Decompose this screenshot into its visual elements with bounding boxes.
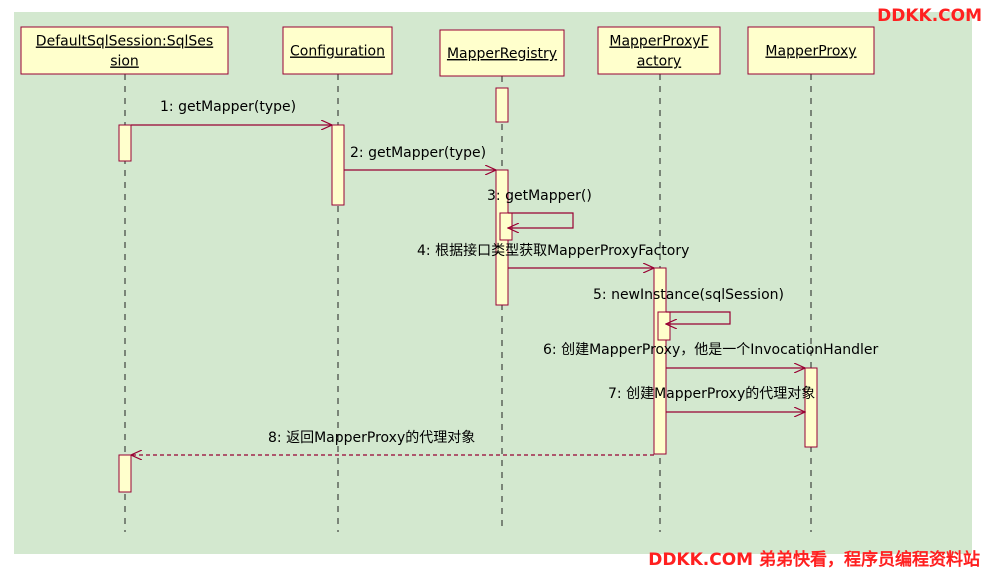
participant-label-sqlsession: DefaultSqlSession:SqlSes [36, 34, 213, 50]
message-label-4: 4: 根据接口类型获取MapperProxyFactory [417, 242, 689, 259]
participant-label-proxy: MapperProxy [765, 44, 856, 60]
activation-bar-proxy [804, 367, 818, 448]
participant-box-proxy [747, 26, 875, 75]
message-label-6: 6: 创建MapperProxy，他是一个InvocationHandler [543, 342, 879, 358]
watermark-bottom: DDKK.COM 弟弟快看，程序员编程资料站 [648, 550, 980, 570]
activation-bar-configuration [331, 124, 345, 206]
message-label-7: 7: 创建MapperProxy的代理对象 [608, 386, 815, 402]
message-label-8: 8: 返回MapperProxy的代理对象 [268, 430, 475, 446]
participant-box-factory [597, 26, 721, 75]
message-label-2: 2: getMapper(type) [350, 145, 486, 161]
participant-box-sqlsession [20, 26, 229, 75]
watermark-top: DDKK.COM [877, 6, 982, 26]
activation-bar-sqlsession [118, 124, 132, 162]
participant-label-factory: actory [637, 54, 681, 70]
activation-bar-registry [499, 212, 513, 241]
participant-label-registry: MapperRegistry [447, 46, 557, 62]
participant-box-registry [439, 29, 565, 77]
participant-label-sqlsession: sion [110, 54, 139, 70]
message-arrow-5 [666, 311, 731, 324]
diagram-background [14, 12, 972, 554]
message-label-1: 1: getMapper(type) [160, 99, 296, 115]
message-label-3: 3: getMapper() [487, 188, 592, 204]
participant-box-configuration [282, 26, 393, 75]
message-label-5: 5: newInstance(sqlSession) [593, 287, 784, 303]
activation-bar-factory [657, 311, 671, 341]
activation-bar-registry [495, 87, 509, 123]
message-arrow-3 [508, 212, 574, 228]
activation-bar-sqlsession [118, 454, 132, 493]
participant-label-configuration: Configuration [290, 44, 385, 60]
participant-label-factory: MapperProxyF [609, 34, 708, 50]
